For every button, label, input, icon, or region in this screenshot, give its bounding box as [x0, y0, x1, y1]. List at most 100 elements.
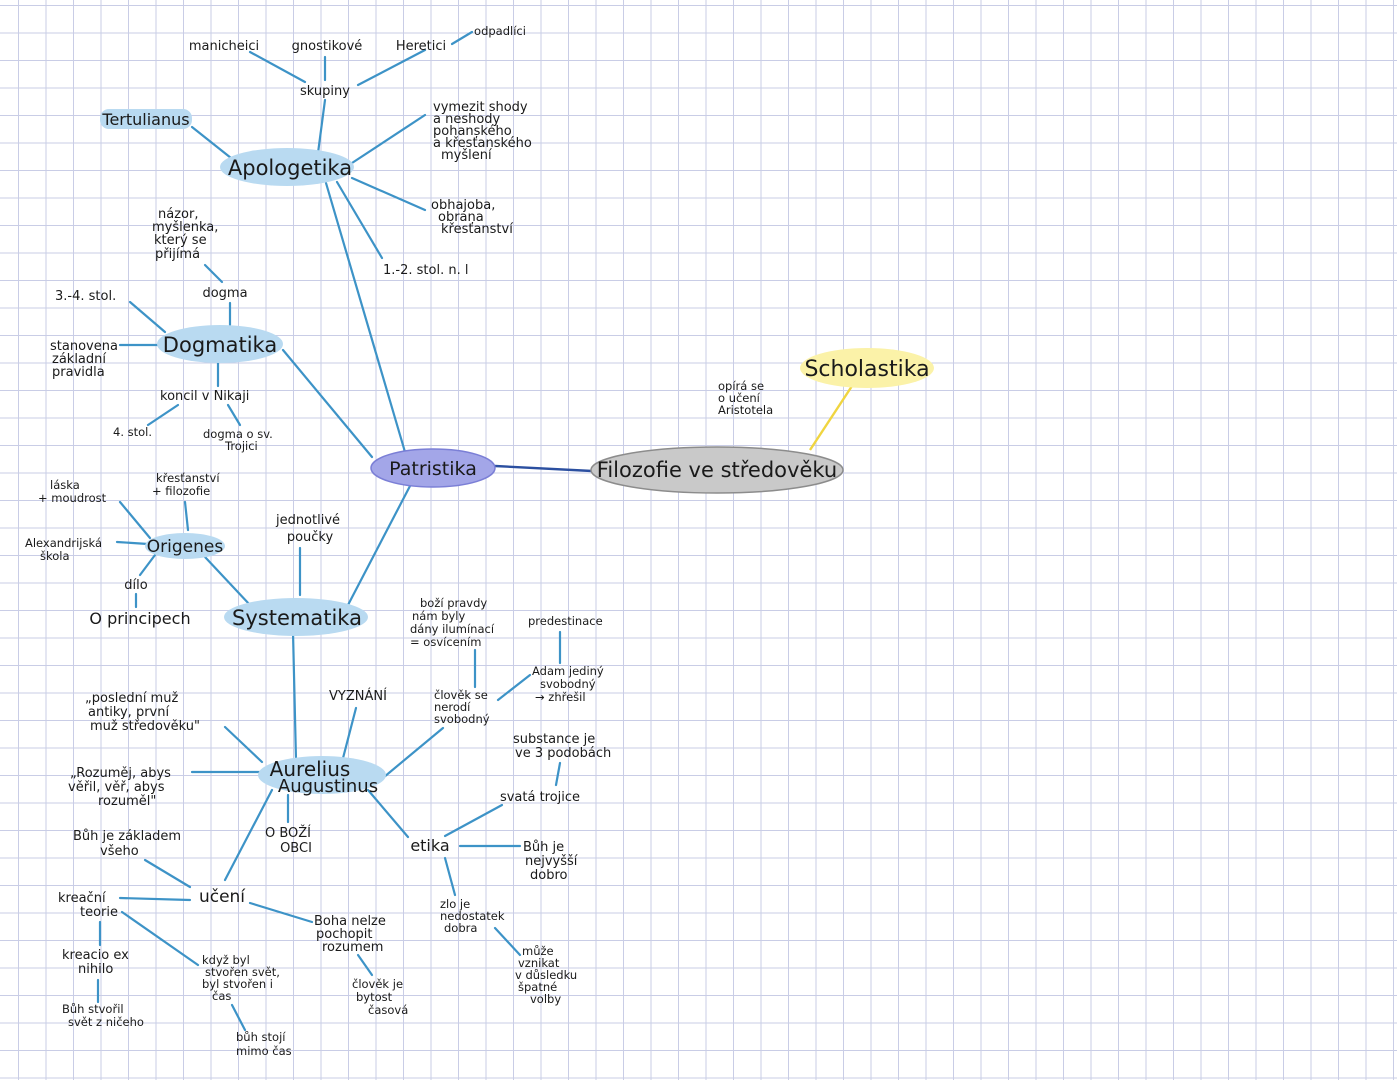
edge-uceni-buh-zakladem: [143, 858, 192, 889]
origenes-node[interactable]: [145, 533, 225, 559]
edge-apologetika-obhajoba: [350, 176, 427, 212]
edge-augustinus-clovek: [376, 726, 445, 784]
origenes-label: Origenes: [147, 537, 224, 557]
tertulianus-label: Tertulianus: [101, 110, 189, 129]
edge-origenes-alexandrijska: [115, 540, 150, 546]
edge-apologetika-stol: [335, 180, 384, 260]
pravdy-line-1: boží pravdy: [420, 596, 487, 610]
vymezit-line-2: a neshody: [433, 112, 501, 127]
adam-line-3: → zhřešil: [535, 690, 586, 704]
alexandrijska-line-2: škola: [40, 549, 70, 563]
scholastika-label: Scholastika: [804, 357, 929, 382]
edge-origenes-dilo: [138, 553, 157, 577]
edge-clovek-adam: [496, 673, 532, 702]
patristika-label: Patristika: [389, 458, 477, 480]
adam-line-2: svobodný: [540, 677, 596, 691]
clovek-casova-line-3: časová: [368, 1003, 408, 1017]
posledni-line-1: „poslední muž: [85, 691, 178, 706]
jednotlive-line-1: jednotlivé: [275, 513, 340, 528]
edge-skupiny-heretici: [356, 48, 427, 87]
buh-stoji-line-1: bůh stojí: [236, 1030, 286, 1044]
apologetika-node[interactable]: [220, 148, 354, 186]
center-node[interactable]: [590, 446, 844, 494]
nazor-line-4: přijímá: [155, 247, 200, 262]
zlo-line-1: zlo je: [440, 897, 470, 911]
edge-etika-zlo: [443, 856, 457, 897]
edge-trojice-substance: [554, 761, 562, 787]
laska-line-2: + moudrost: [38, 491, 107, 505]
vymezit-line-1: vymezit shody: [433, 100, 528, 115]
node-shapes: [100, 109, 934, 794]
dogmatika-node[interactable]: [157, 325, 283, 363]
edge-systematika-origenes: [203, 555, 252, 607]
posledni-line-3: muž středověku": [90, 719, 200, 734]
pravdy-line-4: = osvícením: [410, 635, 481, 649]
kdyz-line-1: když byl: [202, 953, 250, 967]
buh-stoji-line-2: mimo čas: [236, 1044, 292, 1058]
edge-systematika-augustinus: [291, 630, 298, 762]
edge-dogma-nazor: [203, 263, 224, 284]
edge-augustinus-uceni: [223, 788, 274, 882]
vymezit-line-3: pohanského: [433, 124, 512, 139]
buh-stvoril-line-1: Bůh stvořil: [62, 1002, 124, 1016]
tertulianus-node[interactable]: [100, 109, 192, 129]
edge-kreacni-kdyz: [120, 910, 200, 967]
substance-line-2: ve 3 podobách: [515, 746, 611, 761]
kdyz-line-2: stvořen svět,: [205, 965, 280, 979]
edge-center-scholastika: [808, 385, 854, 451]
buh-zakladem-line-2: všeho: [100, 844, 139, 859]
kdyz-line-4: čas: [212, 989, 231, 1003]
muze-line-1: může: [522, 944, 554, 958]
substance-line-1: substance je: [513, 732, 595, 747]
patristika-node[interactable]: [370, 448, 496, 488]
systematika-node[interactable]: [224, 598, 368, 636]
nazor-line-1: názor,: [158, 207, 198, 222]
stanovena-line-1: stanovena: [50, 339, 118, 354]
apologetika-label: Apologetika: [228, 156, 352, 180]
edge-kdyz-buh-stoji: [230, 1003, 247, 1032]
kreacni-line-2: teorie: [80, 905, 118, 920]
koncil-label: koncil v Nikaji: [160, 389, 249, 404]
kdyz-line-3: byl stvořen i: [202, 977, 273, 991]
krestanstvi-line-1: křesťanství: [156, 471, 220, 485]
scholastika-note-1: opírá se: [718, 379, 764, 393]
stol4-label: 4. stol.: [113, 425, 152, 439]
stanovena-line-3: pravidla: [52, 365, 105, 380]
nazor-line-2: myšlenka,: [152, 220, 218, 235]
edge-skupiny-manicheici: [248, 50, 307, 84]
odpadlici-label: odpadlíci: [474, 24, 526, 38]
o-principech-label: O principech: [89, 609, 190, 628]
edge-center-patristika: [494, 464, 593, 473]
scholastika-note-2: o učení: [718, 391, 761, 405]
systematika-label: Systematika: [232, 606, 362, 630]
augustinus-node[interactable]: [258, 756, 386, 794]
edge-patristika-dogmatika: [281, 348, 374, 459]
boha-nelze-line-1: Boha nelze: [314, 914, 386, 929]
bozi-obci-line-2: OBCI: [280, 841, 312, 856]
rozumej-line-2: věřil, věř, abys: [68, 780, 165, 795]
trojice-label: svatá trojice: [500, 790, 580, 805]
vyznani-label: VYZNÁNÍ: [329, 688, 387, 704]
dogma-trojice-line-2: Trojici: [224, 439, 258, 453]
augustinus-label-1: Aurelius: [270, 757, 351, 781]
clovek-line-2: nerodí: [434, 700, 471, 714]
muze-line-3: v důsledku: [515, 968, 577, 982]
vymezit-line-4: a křesťanského: [433, 136, 532, 151]
laska-line-1: láska: [50, 478, 80, 492]
kreacio-line-1: kreacio ex: [62, 948, 129, 963]
krestanstvi-line-2: + filozofie: [152, 484, 210, 498]
edge-augustinus-posledni: [223, 725, 264, 764]
scholastika-node[interactable]: [800, 348, 934, 388]
posledni-line-2: antiky, první: [88, 705, 169, 720]
edge-boha-clovek: [356, 953, 374, 977]
bozi-obci-line-1: O BOŽÍ: [265, 825, 311, 841]
clovek-line-3: svobodný: [434, 712, 490, 726]
manicheici-label: manicheici: [189, 39, 259, 54]
muze-line-5: volby: [530, 992, 561, 1006]
skupiny-label: skupiny: [300, 84, 350, 99]
buh-nejvyssi-line-3: dobro: [530, 868, 568, 883]
buh-zakladem-line-1: Bůh je základem: [73, 829, 181, 844]
heretici-label: Heretici: [396, 39, 446, 54]
buh-nejvyssi-line-2: nejvyšší: [525, 854, 578, 869]
obhajoba-line-2: obrana: [438, 210, 484, 225]
